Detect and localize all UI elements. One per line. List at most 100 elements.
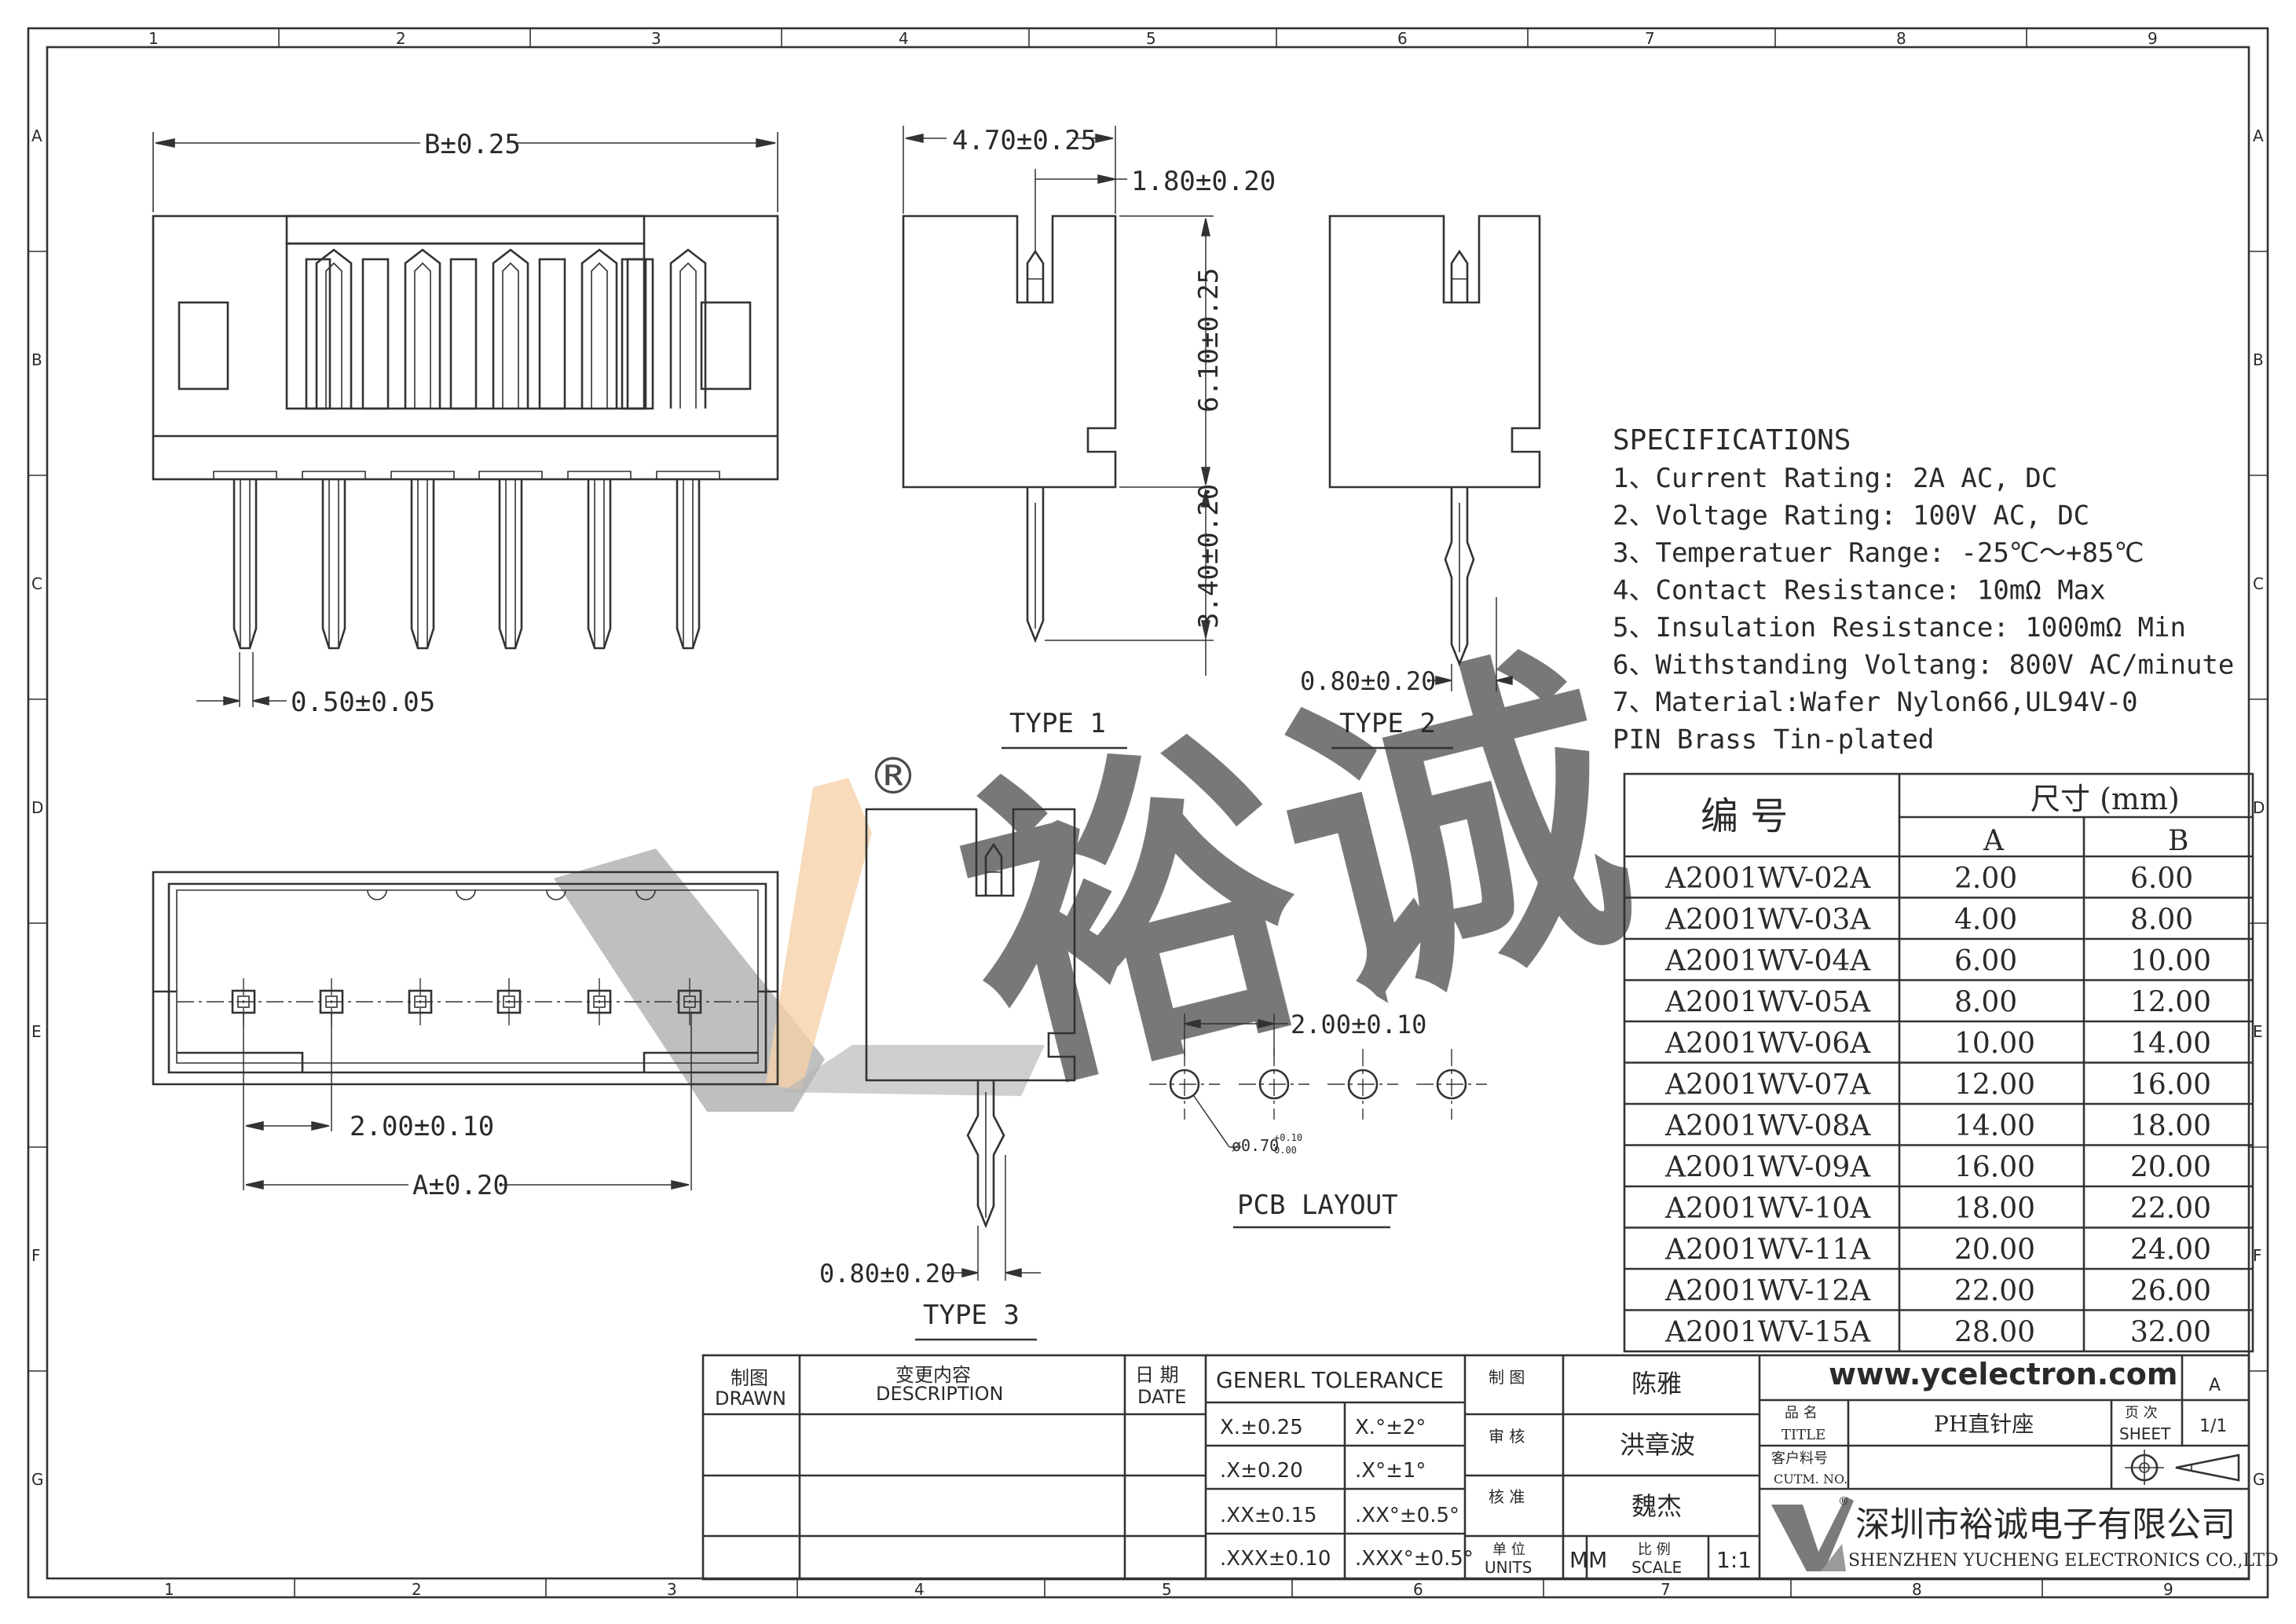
label-type1: TYPE 1 [1009, 708, 1106, 739]
grid-col-top-2: 2 [396, 29, 406, 48]
grid-row-left-A: A [31, 126, 42, 145]
company-logo-mark: ® [1838, 1495, 1849, 1508]
pcb-hole [1258, 1069, 1290, 1100]
tb-name-cn: 品 名 [1785, 1405, 1818, 1421]
table-cell-no: A2001WV-15A [1664, 1317, 1871, 1349]
label-type3: TYPE 3 [923, 1300, 1020, 1331]
grid-col-bottom-8: 8 [1912, 1580, 1922, 1599]
grid-row-right-F: F [2253, 1246, 2262, 1265]
company-logo-icon: ® [1771, 1495, 1854, 1571]
tol-angular: .X°±1° [1355, 1459, 1426, 1483]
dim-340: 3.40±0.20 [1193, 484, 1225, 629]
table-cell-a: 14.00 [1954, 1110, 2035, 1142]
projection-symbol-icon [2125, 1450, 2240, 1485]
grid-row-right-C: C [2253, 574, 2264, 593]
tb-sheet-val: 1/1 [2199, 1417, 2227, 1436]
grid-row-right-A: A [2253, 126, 2264, 145]
table-cell-b: 8.00 [2130, 904, 2193, 937]
grid-col-bottom-6: 6 [1413, 1580, 1423, 1599]
label-pcb: PCB LAYOUT [1237, 1190, 1398, 1221]
spec-line: 5、Insulation Resistance: 1000mΩ Min [1613, 612, 2186, 643]
dim-pin-width: 0.50±0.05 [291, 687, 435, 718]
grid-row-left-C: C [31, 574, 42, 593]
grid-row-right-G: G [2253, 1470, 2265, 1489]
dim-hole-tol-bot: 0.00 [1274, 1145, 1297, 1156]
table-cell-b: 18.00 [2130, 1110, 2211, 1142]
grid-row-right-B: B [2253, 350, 2264, 369]
specifications: SPECIFICATIONS 1、Current Rating: 2A AC, … [1613, 424, 2234, 756]
grid-row-right-E: E [2253, 1022, 2263, 1041]
table-cell-a: 2.00 [1954, 863, 2017, 895]
tb-drawn-en: DRAWN [715, 1388, 786, 1410]
table-cell-b: 12.00 [2130, 987, 2211, 1019]
dim-470: 4.70±0.25 [952, 125, 1097, 156]
spec-title: SPECIFICATIONS [1613, 424, 1851, 456]
tb-units-cn: 单 位 [1492, 1542, 1525, 1558]
tb-check-role: 审 核 [1489, 1427, 1525, 1446]
dim-type2-080: 0.80±0.20 [1300, 666, 1436, 696]
tb-units-en: UNITS [1485, 1558, 1532, 1577]
tol-angular: .XX°±0.5° [1355, 1504, 1459, 1527]
tb-cust-cn: 客户料号 [1771, 1450, 1828, 1467]
grid-col-bottom-7: 7 [1661, 1580, 1671, 1599]
spec-line: 6、Withstanding Voltang: 800V AC/minute [1613, 650, 2234, 681]
watermark-text: 裕诚 [928, 610, 1661, 1142]
tb-drawn-name: 陈雅 [1631, 1369, 1682, 1399]
tb-scale-cn: 比 例 [1638, 1542, 1671, 1558]
grid-row-left-G: G [31, 1470, 44, 1489]
tb-name-val: PH直针座 [1934, 1411, 2034, 1437]
grid-row-left-D: D [31, 798, 43, 817]
grid-col-top-7: 7 [1645, 29, 1655, 48]
grid-col-top-6: 6 [1397, 29, 1408, 48]
grid-col-bottom-2: 2 [412, 1580, 422, 1599]
dim-hole: ø0.70 [1232, 1136, 1279, 1155]
table-cell-a: 28.00 [1954, 1317, 2035, 1349]
table-cell-no: A2001WV-07A [1664, 1069, 1871, 1102]
table-cell-no: A2001WV-06A [1664, 1028, 1871, 1060]
tol-linear: X.±0.25 [1220, 1416, 1303, 1439]
tol-angular: .XXX°±0.5° [1355, 1547, 1474, 1571]
table-cell-a: 22.00 [1954, 1275, 2035, 1307]
dim-b: B±0.25 [424, 129, 521, 160]
table-cell-a: 8.00 [1954, 987, 2017, 1019]
table-cell-b: 16.00 [2130, 1069, 2211, 1102]
title-block: 制图 DRAWN 变更内容 DESCRIPTION 日 期 DATE GENER… [701, 1354, 2279, 1581]
dim-a: A±0.20 [412, 1170, 509, 1201]
side-view-type3: 0.80±0.20 TYPE 3 [819, 808, 1076, 1341]
dim-type3-080: 0.80±0.20 [819, 1259, 955, 1289]
tb-tol-title: GENERL TOLERANCE [1216, 1367, 1444, 1393]
label-type2: TYPE 2 [1339, 708, 1436, 739]
tb-check-name: 洪章波 [1620, 1430, 1695, 1460]
table-cell-no: A2001WV-10A [1664, 1193, 1871, 1225]
table-cell-a: 10.00 [1954, 1028, 2035, 1060]
tb-units-val: MM [1569, 1547, 1607, 1573]
tb-desc-cn: 变更内容 [895, 1364, 971, 1386]
table-cell-no: A2001WV-04A [1664, 945, 1871, 977]
dim-hole-tol-top: +0.10 [1274, 1132, 1302, 1143]
tb-name-en: TITLE [1782, 1427, 1825, 1443]
tb-drawn-role: 制 图 [1489, 1368, 1525, 1387]
spec-line: 2、Voltage Rating: 100V AC, DC [1613, 500, 2089, 532]
table-cell-b: 24.00 [2130, 1234, 2211, 1267]
tb-company-en: SHENZHEN YUCHENG ELECTRONICS CO.,LTD [1848, 1551, 2279, 1571]
spec-line: 1、Current Rating: 2A AC, DC [1613, 463, 2057, 494]
table-cell-no: A2001WV-09A [1664, 1152, 1871, 1184]
tb-date-en: DATE [1137, 1386, 1186, 1408]
table-cell-no: A2001WV-03A [1664, 904, 1871, 937]
tb-sheet-en: SHEET [2119, 1424, 2171, 1443]
dim-180: 1.80±0.20 [1131, 166, 1276, 197]
grid-col-bottom-3: 3 [667, 1580, 677, 1599]
tb-date-cn: 日 期 [1135, 1364, 1179, 1386]
table-cell-b: 26.00 [2130, 1275, 2211, 1307]
tb-drawn-cn: 制图 [731, 1367, 768, 1389]
side-view-type1: 4.70±0.25 1.80±0.20 6.10±0.25 3.40±0.20 … [902, 124, 1276, 750]
table-cell-a: 18.00 [1954, 1193, 2035, 1225]
tb-approve-role: 核 准 [1489, 1487, 1525, 1506]
tb-cust-en: CUTM. NO. [1774, 1472, 1847, 1487]
table-header-no: 编 号 [1701, 794, 1788, 838]
spec-line: PIN Brass Tin-plated [1613, 724, 1934, 756]
table-cell-no: A2001WV-12A [1664, 1275, 1871, 1307]
